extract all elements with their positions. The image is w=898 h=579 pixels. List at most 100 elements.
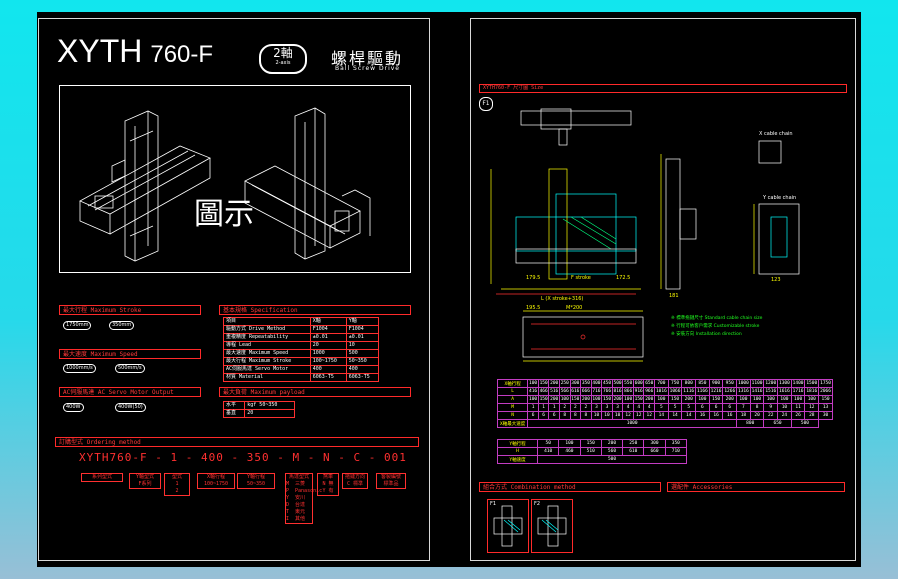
y-table-cell: 560 [600, 447, 624, 456]
x-table-cell: 16 [708, 411, 724, 420]
x-table-head-cell: 1000 [736, 379, 751, 388]
x-table-cell: 12 [804, 403, 820, 412]
x-table-cell: 30 [818, 411, 833, 420]
order-box-custom: 客製編號標準品 [376, 473, 406, 489]
x-table-cell: X軸最大速度 [496, 419, 529, 428]
x-table-cell: 7 [736, 403, 751, 412]
x-table-head-cell: X軸行程 [496, 379, 529, 388]
x-table-cell: 12 [622, 411, 634, 420]
order-code-part: 350 [246, 451, 270, 464]
y-table-cell: 510 [579, 447, 602, 456]
order-code-part: N [322, 451, 331, 464]
x-table-cell: 100 [695, 395, 710, 404]
x-table-head-cell: 950 [722, 379, 738, 388]
x-table-cell: 3 [611, 403, 624, 412]
x-table-cell: 5 [654, 403, 669, 412]
order-code: XYTH760-F - 1 - 400 - 350 - M - N - C - … [79, 451, 407, 464]
payload-cell: kgf 50~350 [244, 401, 295, 410]
motor-header: AC伺服馬達 AC Servo Motor Output [59, 387, 201, 397]
order-header: 訂購型式 Ordering method [55, 437, 419, 447]
spec-head: 項目 [223, 317, 311, 326]
x-table-head-cell: 800 [681, 379, 697, 388]
right-sheet: XYTH760-F 尺寸圖 Size F1 [470, 18, 856, 561]
x-table-head-cell: 150 [537, 379, 550, 388]
y-table-head-cell: 250 [622, 439, 645, 448]
x-table-head-cell: 200 [548, 379, 560, 388]
y-table-head-cell: 150 [579, 439, 602, 448]
x-table-cell: 916 [632, 387, 645, 396]
x-table-cell: 4 [643, 403, 656, 412]
x-table-cell: 200 [611, 395, 624, 404]
x-table-head-cell: 250 [559, 379, 571, 388]
x-table-cell: 150 [537, 395, 550, 404]
x-table-cell: 100 [804, 395, 820, 404]
y-table-cell: H [496, 447, 539, 456]
x-table-cell: 1616 [777, 387, 792, 396]
y-table-head-cell: 50 [537, 439, 560, 448]
x-table-head-cell: 1400 [790, 379, 806, 388]
y-table-cell: 660 [643, 447, 666, 456]
axes-badge: 2軸 2-axis [259, 44, 307, 74]
x-table-cell: 766 [601, 387, 613, 396]
motor-y-pill: 400W(50) [115, 403, 146, 412]
x-table-cell: 4 [632, 403, 645, 412]
spec-cell: 導程 Lead [223, 341, 311, 350]
x-table-head-cell: 1200 [763, 379, 779, 388]
notes: ※ 標準拖鏈尺寸 Standard cable chain size ※ 行程可… [671, 315, 762, 339]
spec-cell: 材質 Material [223, 373, 311, 382]
figure-label: 圖示 [194, 197, 254, 232]
x-table-cell: M [496, 403, 529, 412]
x-table-cell: 18 [736, 411, 751, 420]
x-table-cell: 1516 [763, 387, 779, 396]
x-table-cell: 10 [590, 411, 603, 420]
payload-cell: 水平 [222, 401, 246, 410]
dim-label: F stroke [571, 275, 591, 281]
x-table-cell: 14 [654, 411, 669, 420]
x-table-cell: 6 [695, 403, 710, 412]
dim-label: 179.5 [526, 275, 540, 281]
order-code-part: 400 [200, 451, 224, 464]
y-table-cell: 500 [537, 455, 687, 464]
x-table-cell: 1316 [736, 387, 751, 396]
x-table-cell: 100 [790, 395, 806, 404]
x-table-head-cell: 500 [611, 379, 624, 388]
x-table-cell: N [496, 411, 529, 420]
x-table-cell: 2066 [818, 387, 833, 396]
x-table-cell: 8 [580, 411, 592, 420]
spec-cell: 100~1750 [309, 357, 347, 366]
x-table-cell: 150 [632, 395, 645, 404]
x-table-cell: 14 [667, 411, 683, 420]
motor-x-pill: 400W [63, 403, 84, 412]
x-table-cell: 150 [708, 395, 724, 404]
y-table-head-cell: 300 [643, 439, 666, 448]
order-code-part: XYTH760-F [79, 451, 148, 464]
x-table-cell: 16 [695, 411, 710, 420]
combo-f2-figure [537, 505, 567, 547]
x-table-cell: 2 [569, 403, 582, 412]
x-table-cell: 11 [790, 403, 806, 412]
y-table-cell: 460 [558, 447, 581, 456]
y-table-footer: Y軸速度 500 [496, 455, 687, 464]
x-table-cell: 24 [777, 411, 792, 420]
x-table-head-cell: 1750 [818, 379, 833, 388]
spec-cell: 400 [309, 365, 347, 374]
spec-cell: F1004 [345, 325, 380, 334]
x-table-head-cell: 300 [569, 379, 582, 388]
stroke-header: 最大行程 Maximum Stroke [59, 305, 201, 315]
x-table-cell: 3 [590, 403, 603, 412]
x-table-cell: 8 [559, 411, 571, 420]
x-table-head-cell: 350 [580, 379, 592, 388]
